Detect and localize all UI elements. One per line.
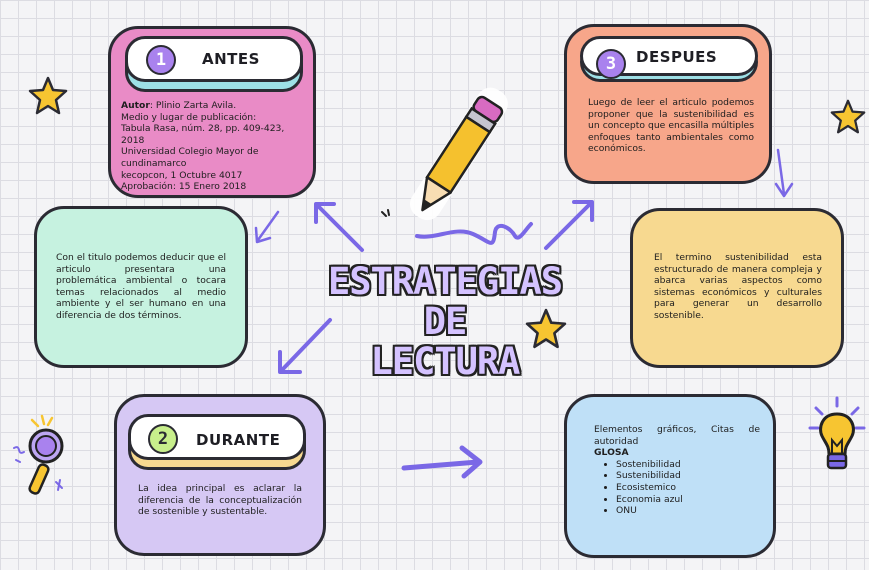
- antes-line: 2018: [121, 134, 145, 146]
- main-title-line-1: ESTRATEGIAS DE: [327, 260, 563, 343]
- magnifier-icon: [13, 414, 64, 495]
- title-deduction-text: Con el titulo podemos deducir que el art…: [56, 252, 226, 321]
- main-title-line-2: LECTURA: [370, 340, 521, 383]
- antes-line: Tabula Rasa, núm. 28, pp. 409-423,: [121, 123, 285, 135]
- despues-text: Luego de leer el articulo podemos propon…: [588, 97, 754, 155]
- antes-line: Aprobación: 15 Enero 2018: [121, 181, 247, 193]
- main-title: ESTRATEGIAS DE LECTURA: [300, 262, 590, 382]
- sparkle-decoration: [381, 209, 390, 217]
- glosa-card: [564, 394, 776, 558]
- glosa-list-item: Economia azul: [616, 494, 760, 506]
- glosa-list-item: Ecosistemico: [616, 482, 760, 494]
- star-icon: [830, 99, 866, 134]
- despues-title: DESPUES: [636, 48, 718, 66]
- antes-number-badge: 1: [146, 45, 176, 75]
- antes-title: ANTES: [202, 50, 260, 68]
- squiggle-decoration: [415, 222, 533, 245]
- durante-number-badge: 2: [148, 424, 178, 454]
- glosa-label: GLOSA: [594, 447, 629, 459]
- glosa-intro: Elementos gráficos, Citas de autoridad: [594, 424, 760, 447]
- durante-title: DURANTE: [196, 431, 281, 449]
- glosa-list: Sostenibilidad Sustenibilidad Ecosistemi…: [594, 459, 760, 517]
- antes-text: Autor: Plinio Zarta Avila. Medio y lugar…: [121, 100, 309, 193]
- glosa-list-item: Sostenibilidad: [616, 459, 760, 471]
- antes-line: kecopcon, 1 Octubre 4017: [121, 169, 243, 181]
- star-icon: [28, 76, 68, 115]
- durante-text: La idea principal es aclarar la diferenc…: [138, 483, 302, 518]
- glosa-text: Elementos gráficos, Citas de autoridad G…: [594, 424, 760, 517]
- title-deduction-card: [34, 206, 248, 368]
- autor-label: Autor: [121, 100, 150, 111]
- term-definition-text: El termino sustenibilidad esta estructur…: [654, 252, 822, 321]
- autor-value: : Plinio Zarta Avila.: [149, 100, 237, 111]
- pencil-icon: [410, 87, 508, 221]
- term-definition-card: [630, 208, 844, 368]
- despues-number-badge: 3: [596, 49, 626, 79]
- glosa-list-item: Sustenibilidad: [616, 470, 760, 482]
- antes-line: Medio y lugar de publicación:: [121, 111, 257, 123]
- lightbulb-icon: [808, 396, 866, 470]
- antes-line: Universidad Colegio Mayor de cundinamarc…: [121, 146, 259, 169]
- glosa-list-item: ONU: [616, 505, 760, 517]
- star-icon: [525, 308, 567, 349]
